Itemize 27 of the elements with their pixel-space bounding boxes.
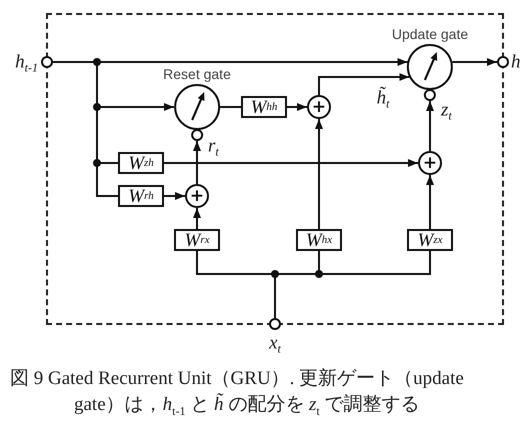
variable-label: r$_{t}$ <box>208 136 219 156</box>
figure-caption: 図 9 Gated Recurrent Unit（GRU）. 更新ゲート（update gate）は，h$_{t-1}$ と h̃ の配分を z$_{t}$ で調整する <box>10 367 465 418</box>
edge-label: h̃$_{t}$ <box>376 88 390 108</box>
arrow <box>426 101 434 151</box>
arrow <box>452 58 497 66</box>
arrow <box>318 73 410 95</box>
arrow <box>315 119 323 229</box>
adder-circle: + <box>307 95 331 119</box>
terminal-circle <box>497 56 509 68</box>
gate-label: Update gate <box>392 26 468 42</box>
arrow <box>193 141 201 184</box>
arrow <box>164 192 185 200</box>
variable-label: h$_{t-1}$ <box>15 52 38 72</box>
adder-circle: + <box>185 184 209 208</box>
arrow <box>164 159 418 167</box>
connector-line <box>220 106 241 108</box>
gate-label: Reset gate <box>163 66 231 82</box>
adder-circle: + <box>418 151 442 175</box>
variable-label: x$_{t}$ <box>269 334 281 352</box>
terminal-circle <box>41 56 53 68</box>
variable-label: z$_{t}$ <box>441 100 452 120</box>
terminal-circle <box>269 318 281 330</box>
dashed-frame <box>46 13 504 325</box>
arrow <box>193 208 201 229</box>
variable-label: h <box>511 52 520 72</box>
arrow <box>426 175 434 229</box>
arrow <box>287 103 307 111</box>
